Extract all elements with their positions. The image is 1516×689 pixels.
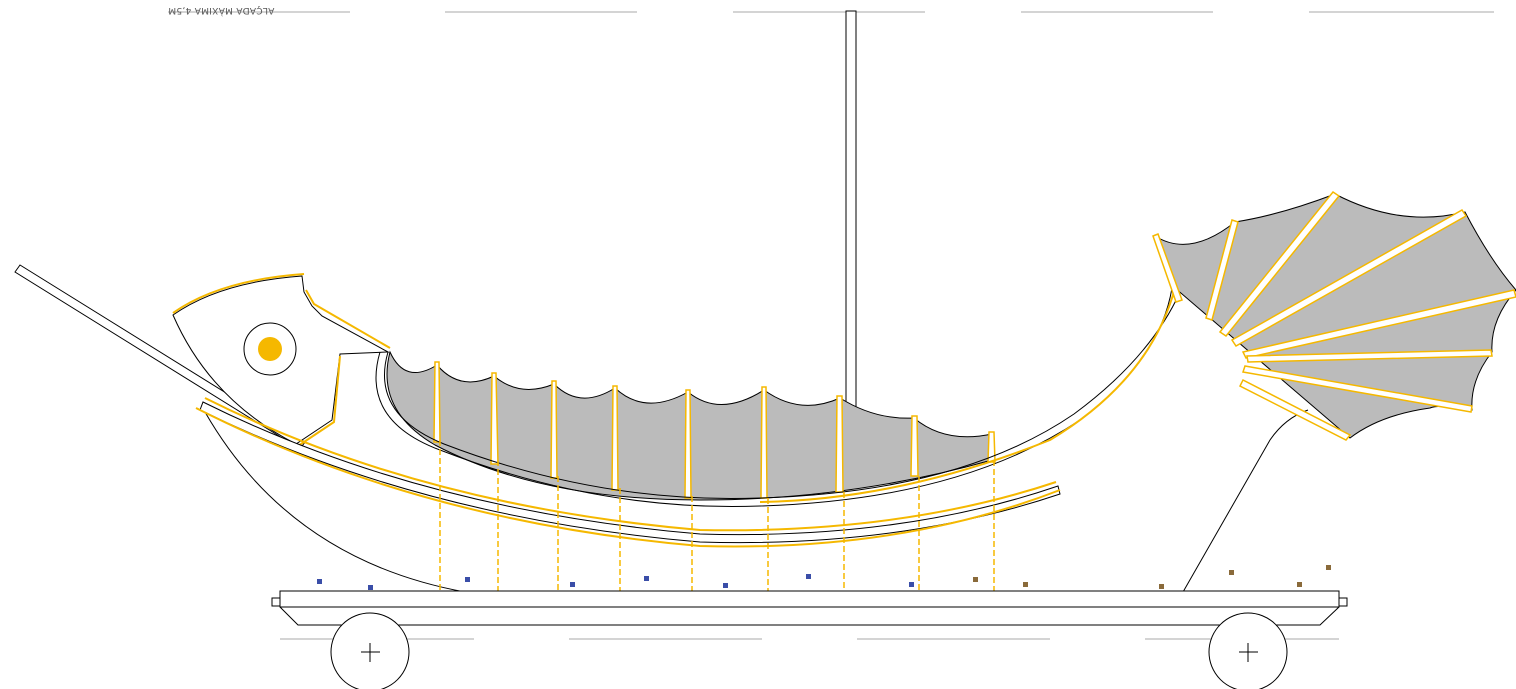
bolts-blue xyxy=(317,574,914,590)
hull-front-belly xyxy=(204,411,466,593)
hull-plank-accent xyxy=(195,397,1061,548)
hull-upper-accent xyxy=(759,287,1176,503)
vertical-supports xyxy=(439,440,995,592)
tail-support xyxy=(1182,409,1309,593)
hull-upper-edge-inner xyxy=(384,291,1181,500)
dorsal-fin-ribs xyxy=(433,361,996,499)
bolts-brown xyxy=(973,565,1331,589)
mast xyxy=(845,10,857,412)
fish-eye-pupil xyxy=(258,337,282,361)
wheel-front xyxy=(330,612,410,689)
hull-plank-outer xyxy=(199,401,1061,544)
tail-fin-ribs xyxy=(1152,190,1516,441)
wheel-rear xyxy=(1208,612,1288,689)
trailer-chassis xyxy=(279,606,1340,626)
trailer-bed xyxy=(279,590,1340,608)
trailer-end-left xyxy=(271,597,281,607)
fish-head-accent xyxy=(172,273,391,447)
max-height-note: ALÇADA MÀXIMA 4,5M xyxy=(168,5,275,15)
tail-fin xyxy=(1153,193,1516,439)
trailer-end-right xyxy=(1338,597,1348,607)
